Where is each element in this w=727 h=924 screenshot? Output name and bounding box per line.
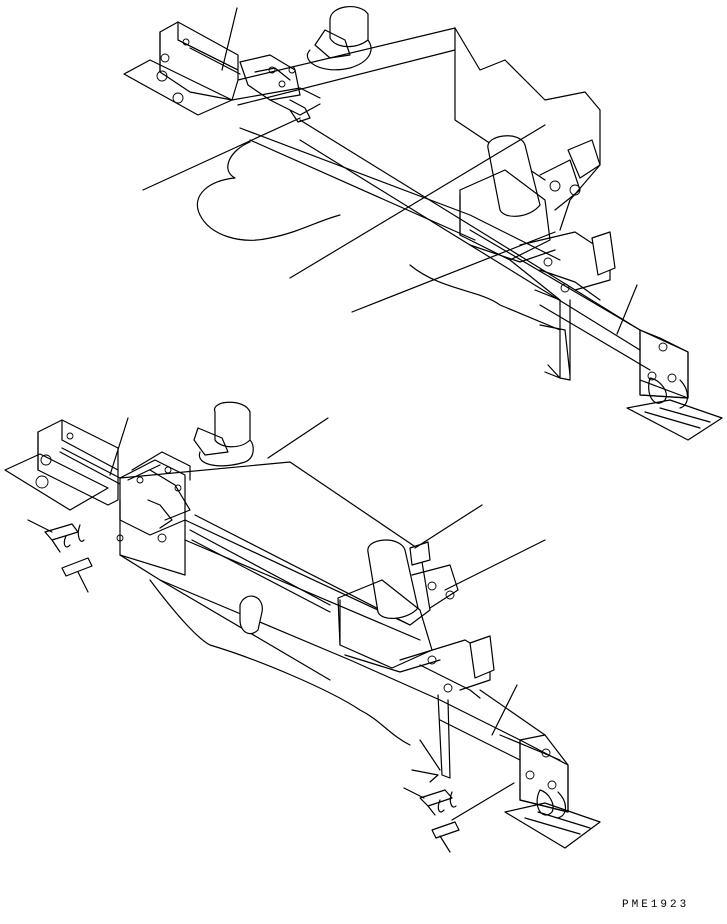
lower-top-knob: [215, 402, 250, 447]
lower-left-pins: [45, 524, 92, 576]
lower-main-body: [120, 462, 430, 625]
upper-body-outline: [238, 28, 600, 230]
upper-floor-shape: [197, 142, 340, 240]
upper-left-block: [160, 22, 238, 100]
lower-floor-shape: [150, 580, 410, 745]
leader-lines: [28, 8, 637, 852]
upper-assembly: [124, 7, 722, 440]
lower-right-bracket: [520, 735, 568, 812]
lower-right-foot-plate: [505, 803, 600, 848]
upper-right-foot-plate: [627, 400, 722, 440]
upper-left-foot-plate: [124, 60, 232, 115]
lower-assembly: [5, 402, 600, 848]
lower-left-foot-plate: [5, 454, 108, 510]
drawing-code: PME1923: [622, 899, 690, 911]
upper-right-bracket: [640, 330, 688, 398]
lower-right-pins: [420, 790, 459, 838]
upper-top-knob: [330, 7, 368, 47]
